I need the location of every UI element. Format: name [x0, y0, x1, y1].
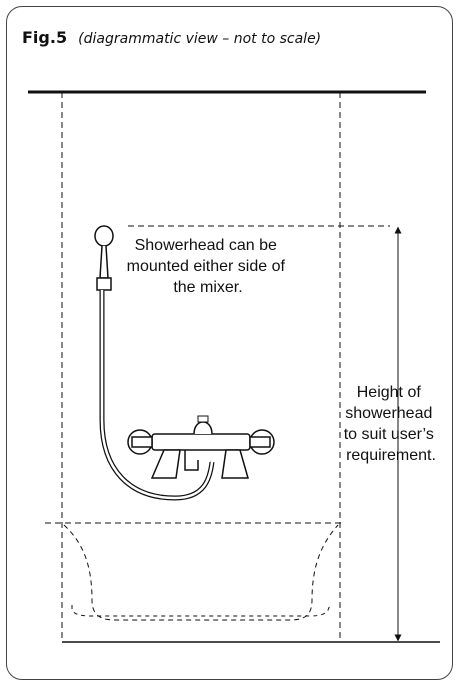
- figure-title: Fig.5 (diagrammatic view – not to scale): [22, 28, 321, 47]
- showerhead-icon: [94, 225, 114, 291]
- showerhead-note: Showerhead can be mounted either side of…: [127, 237, 290, 296]
- height-note: Height of showerhead to suit user’s requ…: [344, 384, 439, 464]
- figure-label: Fig.5: [22, 28, 68, 47]
- figure-frame: [6, 6, 453, 680]
- bath-outline: [63, 524, 339, 621]
- mixer-tap-icon: [127, 415, 275, 479]
- bath-inner-outline: [71, 604, 331, 617]
- figure-caption: (diagrammatic view – not to scale): [78, 31, 322, 47]
